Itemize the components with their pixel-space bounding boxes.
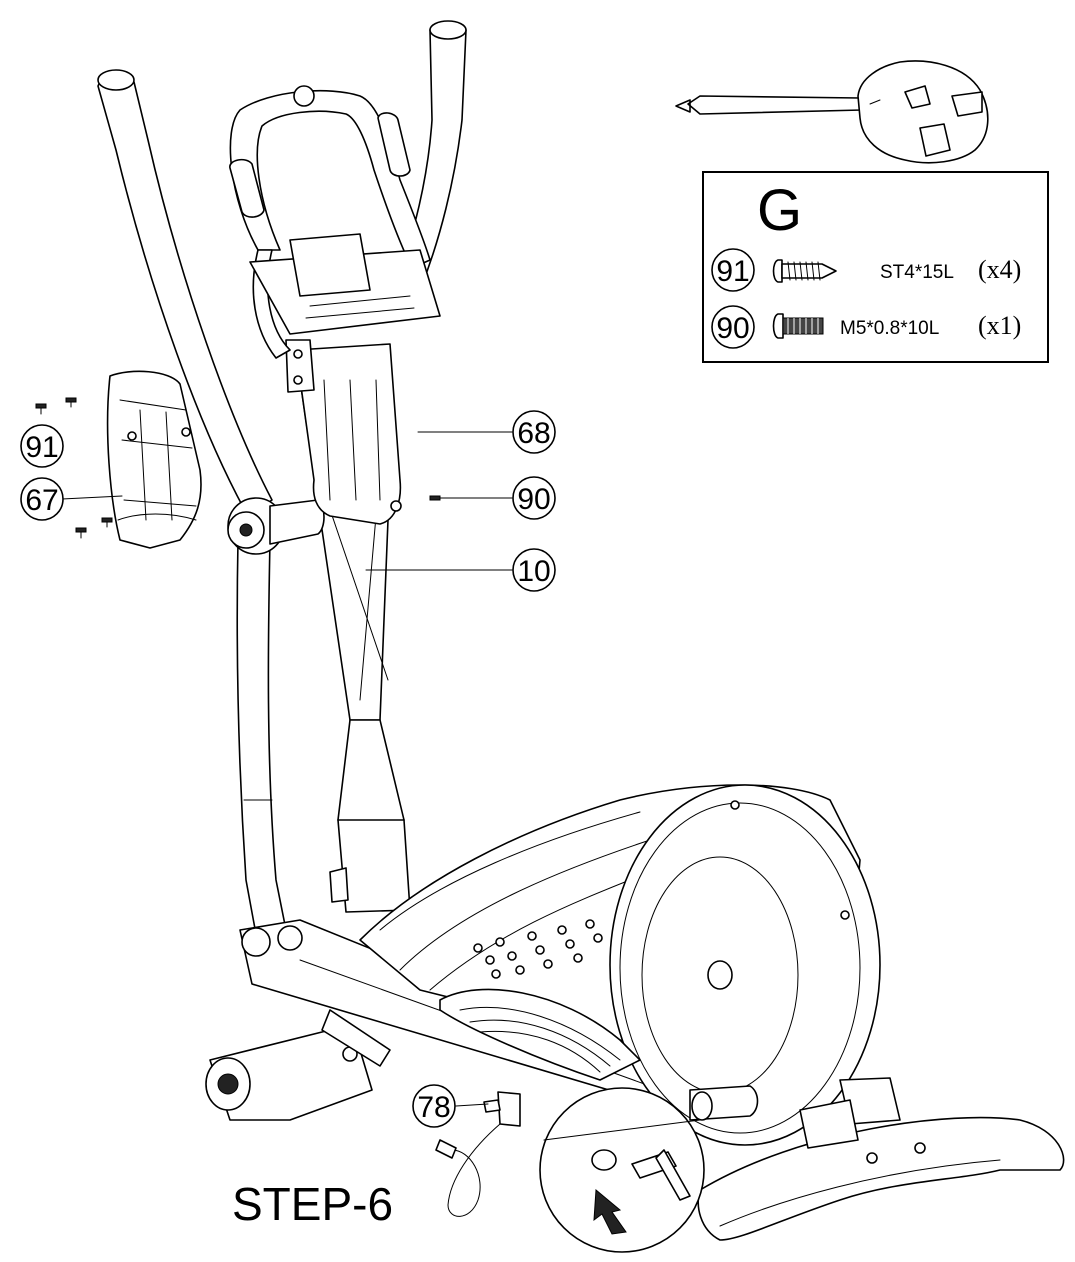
legend-90-circle [711, 305, 755, 349]
fixed-handlebar [229, 89, 431, 269]
legend-90-spec: M5*0.8*10L [840, 318, 939, 339]
legend-90-part: 90 [716, 312, 749, 345]
svg-text:67: 67 [25, 484, 58, 517]
pedal [439, 988, 641, 1081]
power-adapter-78 [435, 1091, 521, 1217]
combination-tool-icon [675, 60, 989, 164]
step-title: STEP-6 [232, 1178, 393, 1230]
detail-inset [539, 1087, 705, 1253]
svg-text:91: 91 [25, 431, 58, 464]
svg-text:78: 78 [417, 1091, 450, 1124]
front-stabilizer [697, 1116, 1065, 1241]
callout-90: 90 [512, 476, 556, 520]
callout-91: 91 [20, 424, 64, 468]
console-mast [295, 343, 402, 525]
cover-part-67 [106, 370, 202, 549]
shroud-vents [473, 919, 603, 979]
svg-text:90: 90 [517, 483, 550, 516]
legend-91-spec: ST4*15L [880, 262, 954, 283]
legend-91-qty: (x4) [978, 255, 1021, 284]
callout-78: 78 [412, 1084, 456, 1128]
callout-10: 10 [512, 548, 556, 592]
tapping-screw-icon [772, 259, 837, 283]
hardware-pack-letter: G [757, 178, 802, 243]
callout-leaders [61, 431, 513, 1107]
hardware-legend: G 91 ST4*15L (x4) 90 M5*0.8*10L (x1) [702, 171, 1049, 363]
svg-text:68: 68 [517, 417, 550, 450]
callout-67: 67 [20, 477, 64, 521]
machine-bolt-icon [772, 313, 824, 339]
flywheel-disc [609, 784, 881, 1146]
callout-68: 68 [512, 410, 556, 454]
legend-91-part: 91 [716, 255, 749, 288]
legend-91-circle [711, 248, 755, 292]
arrow-icon [593, 1188, 627, 1235]
elliptical-trainer-drawing [35, 20, 1065, 1253]
legend-90-qty: (x1) [978, 311, 1021, 340]
loose-screws [35, 397, 451, 539]
svg-text:10: 10 [517, 555, 550, 588]
